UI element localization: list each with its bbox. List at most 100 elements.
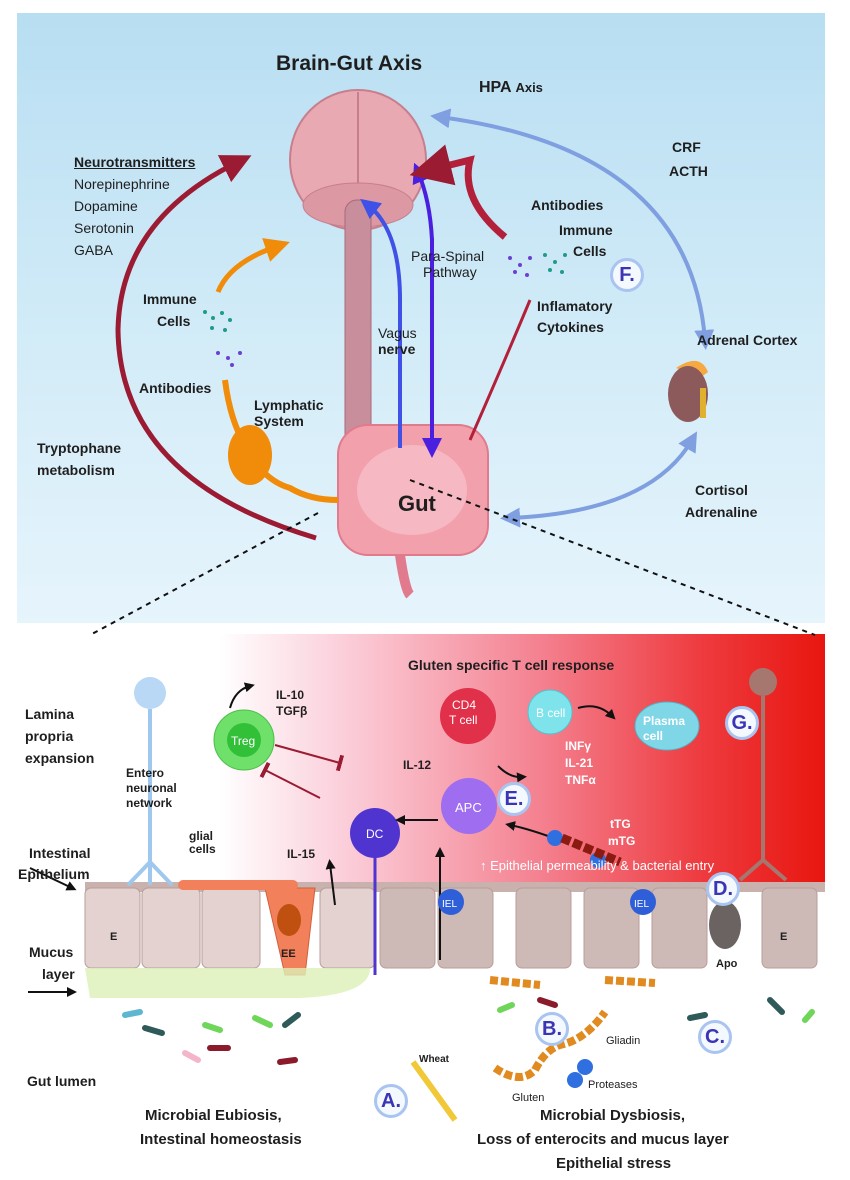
gliadin-chain	[489, 976, 541, 989]
badge-f: F.	[610, 258, 644, 292]
epithelium-pointer-arrow	[29, 867, 77, 891]
enterocyte-label: E	[780, 931, 788, 943]
gut-icon	[337, 424, 489, 599]
apc-label: APC	[455, 800, 482, 815]
immune-to-brain-arrow	[409, 144, 508, 240]
vagus-label: Vagus	[378, 325, 417, 341]
immune-label-right: Immune	[559, 222, 613, 238]
iel-label: IEL	[442, 899, 458, 910]
zoom-line-left	[89, 512, 319, 636]
eubiosis-label-1: Microbial Eubiosis,	[145, 1107, 282, 1124]
apc-cell	[441, 778, 497, 834]
mtg-label: mTG	[608, 834, 636, 848]
gliadin-label: Gliadin	[606, 1035, 641, 1047]
badge-b: B.	[535, 1012, 569, 1046]
infy-label: INFγ	[565, 739, 592, 753]
cd4-t-cell	[440, 688, 496, 744]
il21-label: IL-21	[565, 756, 594, 770]
layer-label: layer	[42, 966, 75, 982]
ee-nucleus	[277, 904, 301, 936]
lamina-label-1: Lamina	[25, 706, 75, 722]
protease-icon	[577, 1059, 593, 1075]
plasma-cell	[634, 701, 700, 751]
lamina-label-2: propria	[25, 728, 74, 744]
lymphatic-label: Lymphatic	[254, 397, 324, 413]
wheat-icon	[410, 1060, 458, 1122]
para-spinal-arrow	[412, 162, 434, 241]
dysbiosis-label-2: Loss of enterocits and mucus layer	[477, 1131, 729, 1148]
iel-cell	[438, 889, 464, 915]
badge-g: G.	[725, 706, 759, 740]
badge-e: E.	[497, 782, 531, 816]
proteases-label: Proteases	[588, 1079, 638, 1091]
lamina-label-3: expansion	[25, 750, 95, 766]
brain-icon	[289, 89, 427, 511]
dysbiosis-label-1: Microbial Dysbiosis,	[540, 1107, 686, 1124]
glial-label-2: cells	[189, 842, 216, 856]
neurotransmitter-item: Serotonin	[74, 220, 134, 236]
inflammatory-label: Inflamatory	[537, 298, 613, 314]
gluten-peptide	[560, 833, 622, 867]
gluten-label: Gluten	[512, 1092, 545, 1104]
protease-icon	[567, 1072, 583, 1088]
bacteria	[122, 997, 815, 1065]
gluten-chain	[492, 1009, 609, 1081]
enteric-neuron-icon	[126, 677, 174, 887]
gut-lumen-label: Gut lumen	[27, 1073, 97, 1089]
enterocyte-label: E	[110, 931, 118, 943]
mucus-layer	[85, 968, 370, 998]
antibodies-label-right: Antibodies	[531, 197, 604, 213]
kidney-icon	[668, 360, 708, 422]
dc-inhibit-line	[259, 761, 321, 799]
il10-label: IL-10	[276, 688, 305, 702]
plasma-label: Plasma	[643, 714, 686, 728]
cytokines-label: Cytokines	[537, 319, 604, 335]
ee-label: EE	[281, 948, 296, 960]
ee-projection	[178, 880, 298, 890]
enterocyte-row	[84, 887, 818, 969]
b-cell	[527, 689, 573, 735]
neurotransmitters-heading: Neurotransmitters	[74, 154, 196, 170]
hpa-bold: HPA	[479, 79, 511, 96]
plasma-cell-label: cell	[643, 729, 664, 743]
adrenal-cortex-label: Adrenal Cortex	[697, 332, 798, 348]
badge-d: D.	[706, 872, 740, 906]
lymph-arrow	[215, 238, 290, 294]
antibody-dots	[216, 256, 532, 367]
immune-label-left: Immune	[143, 291, 197, 307]
dysbiosis-label-3: Epithelial stress	[556, 1155, 672, 1172]
treg-inhibit-line	[274, 744, 345, 772]
hpa-axis-label: HPA Axis	[479, 79, 543, 96]
damaged-neuron-icon	[738, 668, 788, 882]
iel-label: IEL	[634, 899, 650, 910]
immune-cell-dots	[203, 253, 567, 332]
b-cell-label: B cell	[536, 706, 566, 720]
nerve-label: nerve	[378, 341, 416, 357]
vagus-afferent-arrow	[360, 198, 402, 448]
tryptophane-arrow	[115, 155, 317, 541]
neurotransmitter-item: Dopamine	[74, 198, 138, 214]
acth-label: ACTH	[669, 163, 708, 179]
apo-label: Apo	[716, 958, 738, 970]
mucus-label: Mucus	[29, 944, 74, 960]
ttg-label: tTG	[610, 817, 631, 831]
t-cell-label: T cell	[449, 713, 478, 727]
lymph-node-icon	[228, 425, 272, 485]
iel-cell	[630, 889, 656, 915]
badge-a: A.	[374, 1084, 408, 1118]
ttg-enzyme-icon	[547, 830, 563, 846]
cortisol-label: Cortisol	[695, 482, 748, 498]
zoom-line-right	[409, 479, 816, 636]
blood-vessel-icon	[468, 299, 532, 441]
system-label: System	[254, 413, 304, 429]
cortisol-arrow	[500, 431, 698, 528]
tgfb-label: TGFβ	[276, 704, 308, 718]
crf-label: CRF	[672, 139, 701, 155]
entero-label-2: neuronal	[126, 781, 177, 795]
tnfa-label: TNFα	[565, 773, 596, 787]
wheat-label: Wheat	[419, 1054, 449, 1065]
il12-label: IL-12	[403, 758, 432, 772]
permeability-label: ↑ Epithelial permeability & bacterial en…	[480, 858, 715, 873]
cd4-label: CD4	[452, 698, 477, 712]
